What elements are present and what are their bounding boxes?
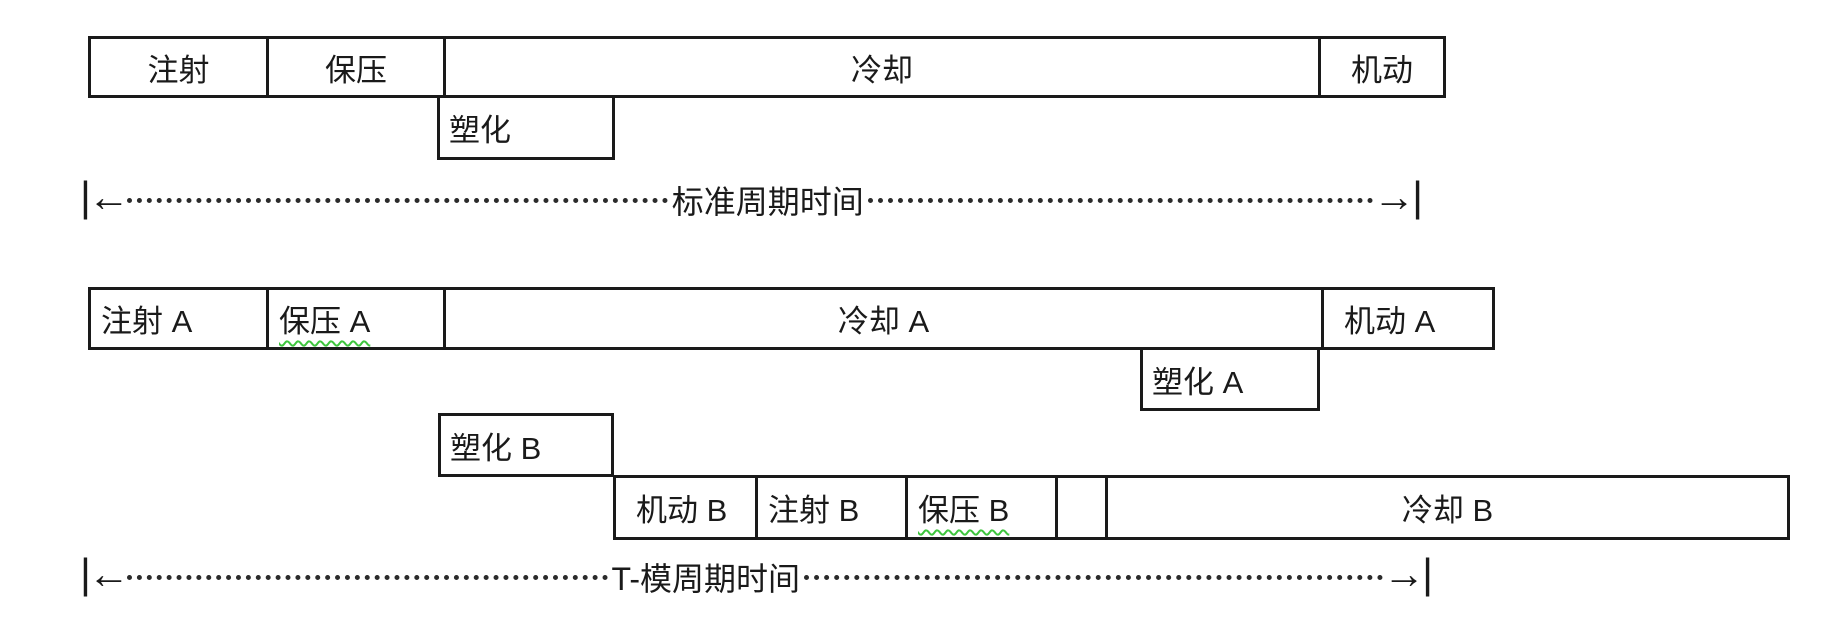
dotted-line-right bbox=[804, 574, 1384, 580]
standard-injection-segment: 注射 bbox=[147, 52, 210, 88]
standard-plasticizing-box: 塑化 bbox=[437, 95, 615, 160]
standard-holding-segment: 保压 bbox=[266, 39, 443, 95]
standard-machine-segment: 机动 bbox=[1318, 39, 1443, 95]
tmold-plasticizing-a-box: 塑化 A bbox=[1140, 347, 1320, 411]
tmold-holding-b-segment: 保压 B bbox=[905, 478, 1055, 537]
tmold-machine-a-segment: 机动 A bbox=[1321, 290, 1492, 347]
standard-cycle-bar: 注射 保压 冷却 机动 bbox=[88, 36, 1446, 98]
tmold-holding-b-label: 保压 B bbox=[918, 493, 1010, 528]
tmold-spacer-segment bbox=[1055, 478, 1105, 537]
dotted-line-left bbox=[126, 197, 668, 203]
standard-cooling-segment: 冷却 bbox=[443, 39, 1318, 95]
tmold-plasticizing-b-label: 塑化 B bbox=[450, 430, 542, 466]
tmold-cooling-b-segment: 冷却 B bbox=[1105, 478, 1787, 537]
right-arrow-icon: →| bbox=[1383, 550, 1433, 597]
tmold-holding-a-label: 保压 A bbox=[279, 304, 371, 339]
tmold-cycle-timeline: |← T-模周期时间 →| bbox=[80, 550, 1433, 603]
standard-timeline-label: 标准周期时间 bbox=[671, 184, 864, 220]
tmold-bar-b: 机动 B 注射 B 保压 B 冷却 B bbox=[613, 475, 1790, 540]
left-arrow-icon: |← bbox=[80, 550, 130, 597]
right-arrow-icon: →| bbox=[1373, 173, 1423, 220]
dotted-line-left bbox=[126, 574, 608, 580]
dotted-line-right bbox=[867, 197, 1374, 203]
standard-plasticizing-label: 塑化 bbox=[449, 113, 511, 148]
tmold-plasticizing-a-label: 塑化 A bbox=[1152, 364, 1244, 400]
tmold-holding-a-segment: 保压 A bbox=[266, 290, 443, 347]
tmold-injection-a-segment: 注射 A bbox=[101, 304, 193, 339]
tmold-bar-a: 注射 A 保压 A 冷却 A 机动 A bbox=[88, 287, 1495, 350]
tmold-cooling-a-segment: 冷却 A bbox=[443, 290, 1321, 347]
tmold-timeline-label: T-模周期时间 bbox=[611, 561, 800, 597]
standard-cycle-timeline: |← 标准周期时间 →| bbox=[80, 173, 1423, 226]
tmold-plasticizing-b-box: 塑化 B bbox=[438, 413, 614, 477]
tmold-injection-b-segment: 注射 B bbox=[755, 478, 905, 537]
tmold-machine-b-segment: 机动 B bbox=[636, 493, 728, 528]
left-arrow-icon: |← bbox=[80, 173, 130, 220]
